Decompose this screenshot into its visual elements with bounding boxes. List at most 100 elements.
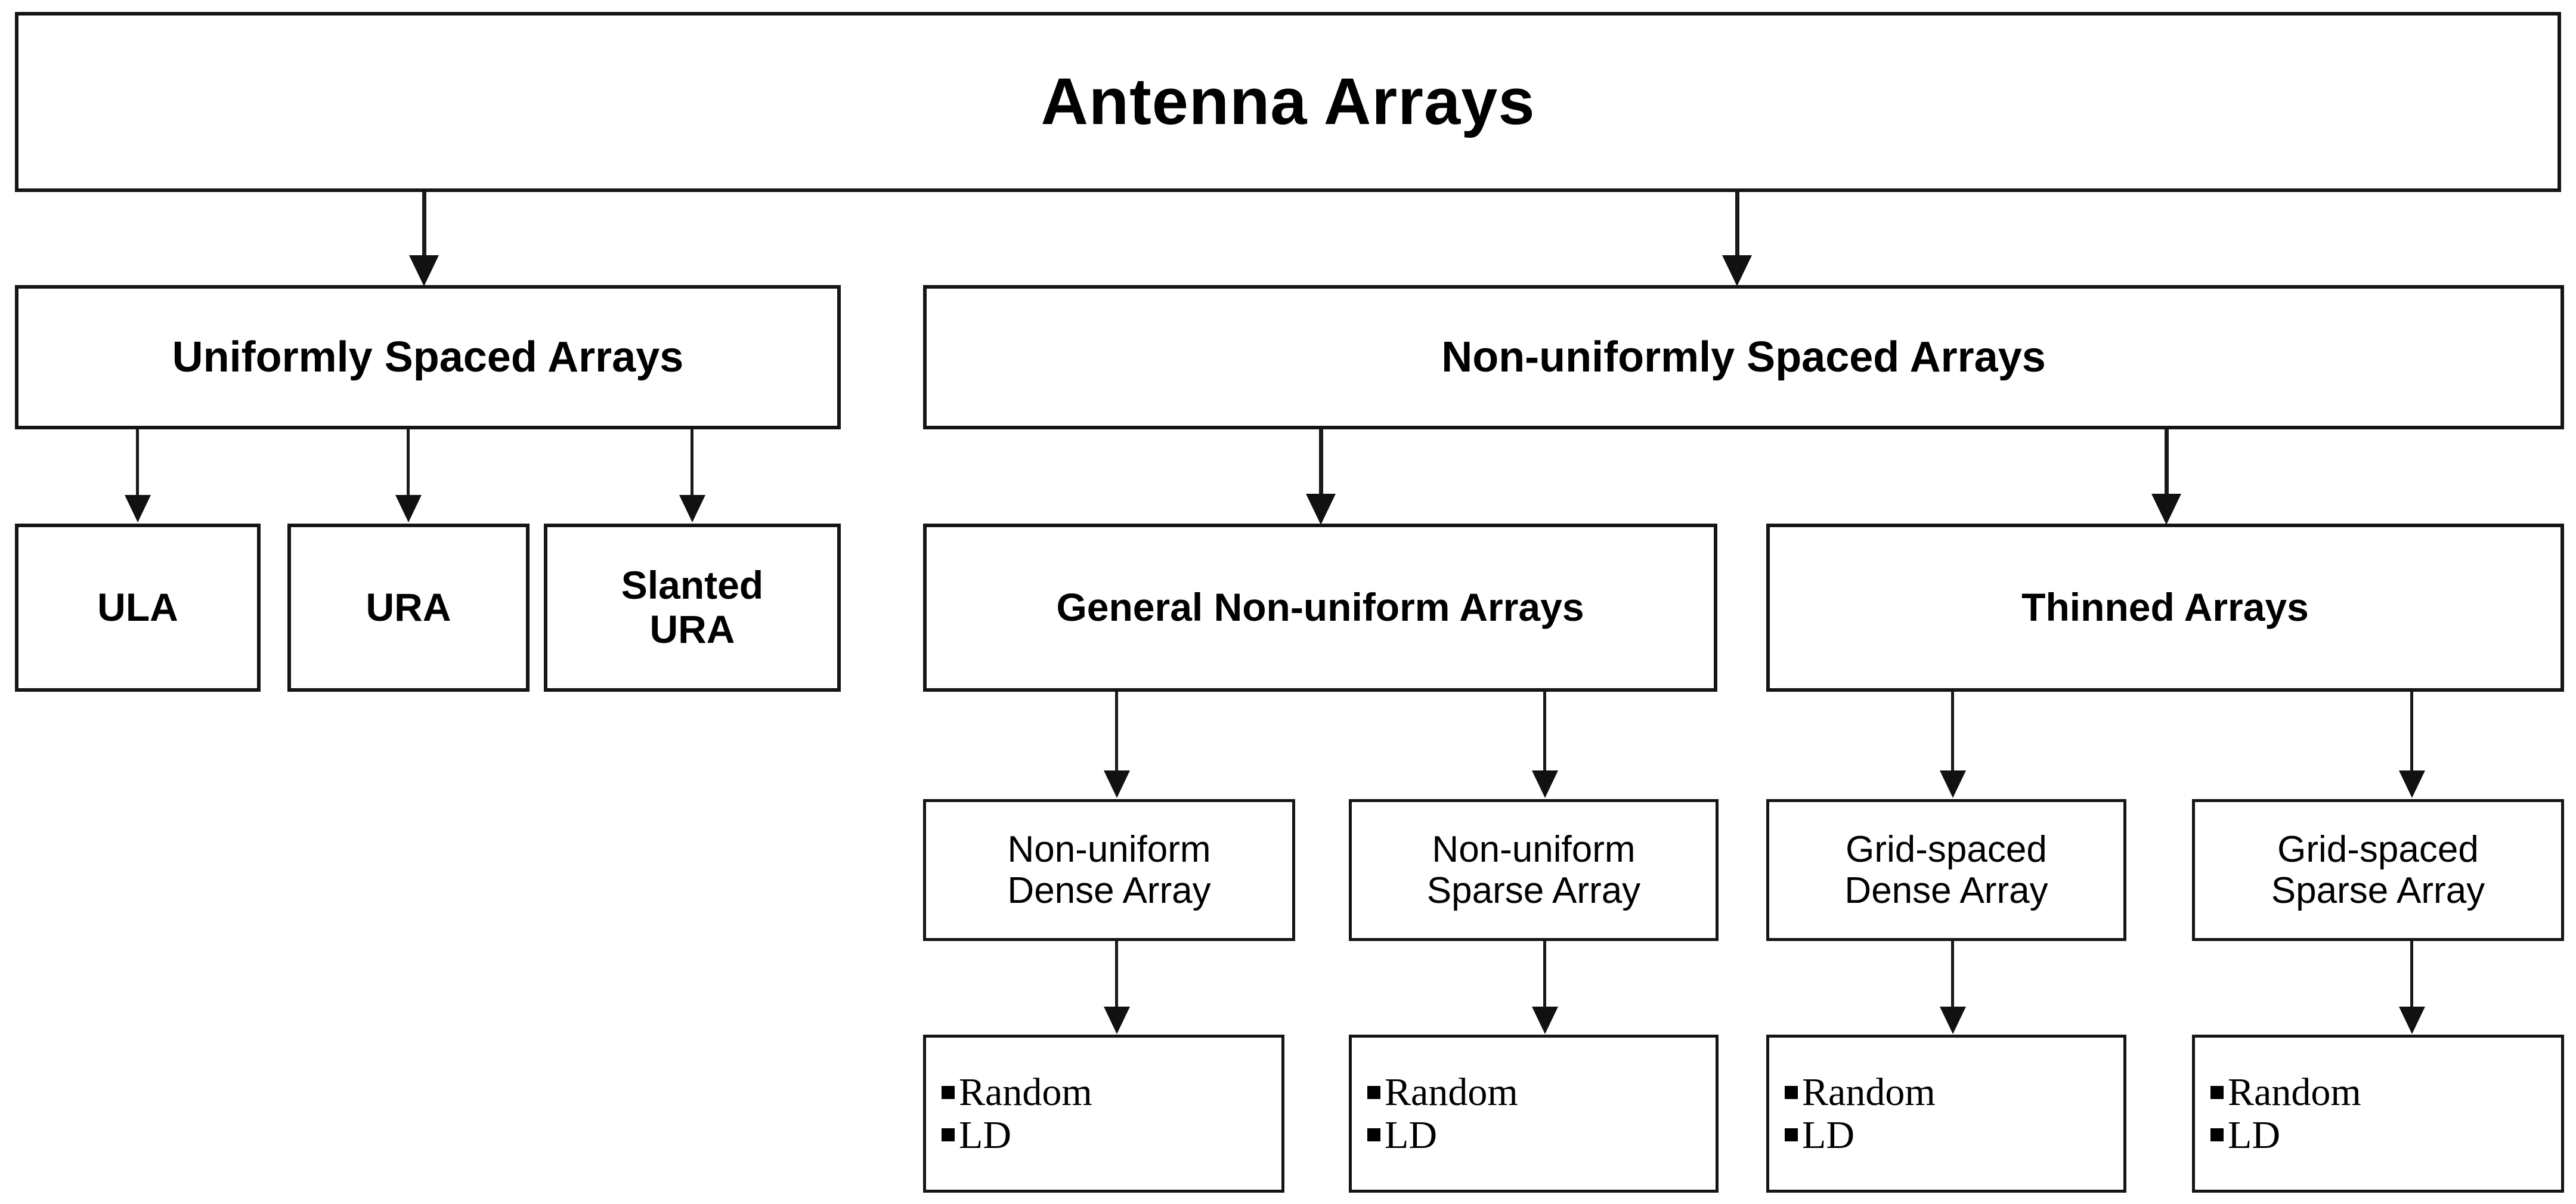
connector-uniformly-to-ula	[125, 429, 151, 524]
list-item: LD	[2210, 1113, 2280, 1157]
connector-stem	[1115, 941, 1118, 1009]
node-methods-grid-sparse[interactable]: Random LD	[2192, 1035, 2564, 1193]
connector-nonuniform-dense-to-methods	[1104, 941, 1130, 1035]
arrowhead-down-icon	[1722, 255, 1752, 286]
list-item: Random	[2210, 1071, 2361, 1114]
arrowhead-down-icon	[1940, 1007, 1966, 1034]
node-slanted-ura-label-line2: URA	[649, 607, 735, 651]
list-item: Random	[1367, 1070, 1518, 1115]
connector-stem	[2410, 941, 2413, 1009]
connector-grid-dense-to-methods	[1940, 941, 1966, 1035]
list-item: LD	[1367, 1113, 1437, 1156]
list-item-label: LD	[2228, 1113, 2280, 1157]
arrowhead-down-icon	[1940, 770, 1966, 798]
connector-root-to-non-uniformly-spaced	[1722, 192, 1752, 286]
arrowhead-down-icon	[1104, 1007, 1130, 1034]
arrowhead-down-icon	[1532, 770, 1558, 798]
connector-stem	[1543, 941, 1546, 1009]
node-non-uniform-dense-array-label: Non-uniform Dense Array	[1007, 829, 1210, 912]
node-grid-spaced-dense-array[interactable]: Grid-spaced Dense Array	[1766, 799, 2126, 941]
connector-stem	[2165, 429, 2169, 496]
node-methods-nonuniform-sparse[interactable]: Random LD	[1349, 1035, 1719, 1193]
connector-stem	[136, 429, 139, 497]
node-ura-label: URA	[366, 585, 451, 630]
arrowhead-down-icon	[679, 495, 705, 522]
connector-stem	[2410, 692, 2413, 773]
connector-stem	[407, 429, 410, 497]
node-non-uniformly-spaced-arrays-label: Non-uniformly Spaced Arrays	[1441, 333, 2046, 381]
arrowhead-down-icon	[2399, 1007, 2425, 1034]
connector-stem	[1319, 429, 1323, 496]
list-item-label: Random	[1385, 1070, 1518, 1115]
node-non-uniform-dense-array[interactable]: Non-uniform Dense Array	[923, 799, 1295, 941]
connector-root-to-uniformly-spaced	[409, 192, 439, 286]
node-non-uniformly-spaced-arrays[interactable]: Non-uniformly Spaced Arrays	[923, 285, 2564, 429]
square-bullet-icon	[2210, 1085, 2224, 1099]
node-antenna-arrays[interactable]: Antenna Arrays	[15, 12, 2561, 192]
node-thinned-arrays[interactable]: Thinned Arrays	[1766, 524, 2564, 692]
node-general-non-uniform-arrays[interactable]: General Non-uniform Arrays	[923, 524, 1717, 692]
arrowhead-down-icon	[409, 255, 439, 286]
list-item-label: Random	[959, 1070, 1092, 1115]
label-line1: Grid-spaced	[2277, 828, 2479, 870]
node-ura[interactable]: URA	[287, 524, 530, 692]
square-bullet-icon	[1367, 1128, 1380, 1142]
list-item-label: Random	[1802, 1070, 1936, 1115]
square-bullet-icon	[1785, 1128, 1798, 1142]
connector-stem	[1951, 941, 1954, 1009]
square-bullet-icon	[1367, 1085, 1380, 1099]
list-item: Random	[1785, 1070, 1936, 1115]
square-bullet-icon	[2210, 1128, 2224, 1142]
methods-list: Random LD	[942, 1071, 1092, 1156]
connector-grid-sparse-to-methods	[2399, 941, 2425, 1035]
node-ula[interactable]: ULA	[15, 524, 261, 692]
node-antenna-arrays-label: Antenna Arrays	[1041, 65, 1535, 139]
arrowhead-down-icon	[395, 495, 422, 522]
square-bullet-icon	[1785, 1085, 1798, 1099]
node-uniformly-spaced-arrays[interactable]: Uniformly Spaced Arrays	[15, 285, 841, 429]
label-line2: Dense Array	[1844, 870, 2048, 911]
node-slanted-ura[interactable]: Slanted URA	[544, 524, 841, 692]
arrowhead-down-icon	[1306, 494, 1336, 525]
square-bullet-icon	[942, 1128, 955, 1142]
arrowhead-down-icon	[1104, 770, 1130, 798]
label-line2: Dense Array	[1007, 870, 1211, 911]
list-item: Random	[942, 1070, 1092, 1115]
connector-nonuniform-sparse-to-methods	[1532, 941, 1558, 1035]
connector-non-uniformly-to-general	[1306, 429, 1336, 525]
label-line1: Grid-spaced	[1846, 828, 2047, 870]
node-methods-grid-dense[interactable]: Random LD	[1766, 1035, 2126, 1193]
node-slanted-ura-label-line1: Slanted	[621, 563, 764, 608]
connector-thinned-to-grid-sparse	[2399, 692, 2425, 799]
list-item-label: LD	[959, 1113, 1011, 1157]
label-line2: Sparse Array	[1426, 870, 1641, 911]
label-line1: Non-uniform	[1007, 828, 1211, 870]
square-bullet-icon	[942, 1085, 955, 1099]
methods-list: Random LD	[1367, 1071, 1518, 1156]
methods-list: Random LD	[2210, 1071, 2361, 1156]
connector-general-to-nonuniform-dense	[1104, 692, 1130, 799]
node-non-uniform-sparse-array-label: Non-uniform Sparse Array	[1427, 829, 1640, 912]
methods-list: Random LD	[1785, 1071, 1936, 1156]
connector-stem	[1115, 692, 1118, 773]
arrowhead-down-icon	[125, 495, 151, 522]
node-non-uniform-sparse-array[interactable]: Non-uniform Sparse Array	[1349, 799, 1719, 941]
connector-stem	[1951, 692, 1954, 773]
arrowhead-down-icon	[2151, 494, 2181, 525]
label-line1: Non-uniform	[1432, 828, 1636, 870]
node-uniformly-spaced-arrays-label: Uniformly Spaced Arrays	[172, 333, 684, 381]
connector-general-to-nonuniform-sparse	[1532, 692, 1558, 799]
connector-uniformly-to-slanted-ura	[679, 429, 705, 524]
node-methods-nonuniform-dense[interactable]: Random LD	[923, 1035, 1284, 1193]
node-ula-label: ULA	[97, 585, 178, 630]
connector-stem	[1543, 692, 1546, 773]
label-line2: Sparse Array	[2271, 870, 2485, 911]
connector-stem	[1735, 192, 1739, 259]
connector-thinned-to-grid-dense	[1940, 692, 1966, 799]
arrowhead-down-icon	[2399, 770, 2425, 798]
list-item: LD	[942, 1113, 1011, 1157]
connector-uniformly-to-ura	[395, 429, 422, 524]
arrowhead-down-icon	[1532, 1007, 1558, 1034]
node-grid-spaced-sparse-array[interactable]: Grid-spaced Sparse Array	[2192, 799, 2564, 941]
